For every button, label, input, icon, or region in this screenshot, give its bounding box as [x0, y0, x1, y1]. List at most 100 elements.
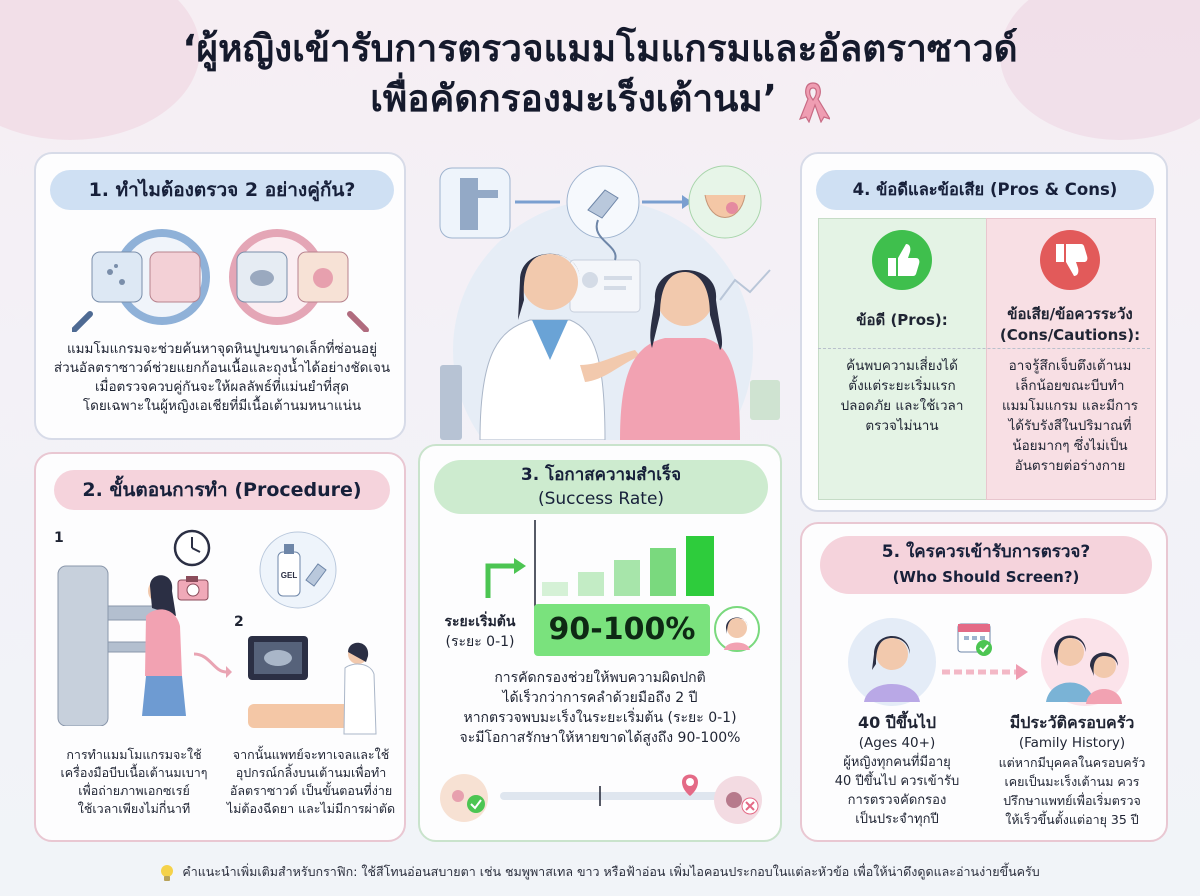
page-title: ‘ผู้หญิงเข้ารับการตรวจแมมโมแกรมและอัลตรา… — [0, 24, 1200, 124]
pros-title: ข้อดี (Pros): — [856, 311, 948, 329]
arrow-icon — [193, 652, 232, 678]
section-5-title: 5. ใครควรเข้ารับการตรวจ? — [881, 542, 1091, 562]
family-history: มีประวัติครอบครัว (Family History) แต่หา… — [982, 712, 1162, 829]
text-line: อุปกรณ์กลิ้งบนเต้านมเพื่อทำ — [235, 765, 387, 780]
card-procedure: 2. ขั้นตอนการทำ (Procedure) 1 GEL 2 — [34, 452, 406, 842]
text-line: เคยเป็นมะเร็งเต้านม ควร — [1004, 774, 1140, 789]
cons-title: ข้อเสีย/ข้อควรระวัง (Cons/Cautions): — [986, 304, 1154, 346]
woman-avatar-icon — [848, 618, 936, 706]
bar — [578, 572, 604, 596]
divider — [818, 348, 1150, 349]
section-1-heading: 1. ทำไมต้องตรวจ 2 อย่างคู่กัน? — [50, 170, 394, 210]
text-line: อาจรู้สึกเจ็บตึงเต้านม — [1008, 358, 1132, 374]
step-2-text: จากนั้นแพทย์จะทาเจลและใช้ อุปกรณ์กลิ้งบน… — [218, 746, 404, 818]
thumbs-down-icon — [1040, 230, 1100, 290]
calendar-icon — [957, 623, 992, 656]
gel-label: GEL — [281, 571, 298, 580]
age-group-title: 40 ปีขึ้นไป — [857, 713, 937, 732]
title-line-2: เพื่อคัดกรองมะเร็งเต้านม’ — [370, 77, 777, 120]
section-4-heading: 4. ข้อดีและข้อเสีย (Pros & Cons) — [816, 170, 1154, 210]
family-history-title: มีประวัติครอบครัว — [1009, 713, 1135, 732]
family-avatar-icon — [1041, 618, 1129, 706]
section-3-text: การคัดกรองช่วยให้พบความผิดปกติ ได้เร็วกว… — [420, 668, 780, 748]
up-arrow-icon — [485, 558, 526, 598]
gel-bottle-icon: GEL — [259, 531, 337, 609]
magnifier-icon — [72, 229, 369, 332]
text-line: ผู้หญิงทุกคนที่มีอายุ — [843, 755, 951, 770]
text-line: ค้นพบความเสี่ยงได้ — [846, 358, 958, 374]
text-line: เมื่อตรวจควบคู่กันจะให้ผลลัพธ์ที่แม่นยำท… — [94, 379, 350, 395]
text-line: เล็กน้อยขณะบีบทำ — [1015, 378, 1125, 394]
card-who-should-screen: 5. ใครควรเข้ารับการตรวจ? (Who Should Scr… — [800, 522, 1168, 842]
bar — [614, 560, 640, 596]
text-line: ตั้งแต่ระยะเริ่มแรก — [848, 378, 956, 394]
title-line-2-wrap: เพื่อคัดกรองมะเร็งเต้านม’ — [0, 74, 1200, 124]
age-group: 40 ปีขึ้นไป (Ages 40+) ผู้หญิงทุกคนที่มี… — [812, 712, 982, 829]
text-line: แมมโมแกรมจะช่วยค้นหาจุดหินปูนขนาดเล็กที่… — [66, 341, 378, 357]
text-line: ใช้เวลาเพียงไม่กี่นาที — [77, 801, 191, 816]
text-line: ส่วนอัลตราซาวด์ช่วยแยกก้อนเนื้อและถุงน้ำ… — [53, 360, 391, 376]
text-line: เครื่องมือบีบเนื้อเต้านมเบาๆ — [60, 765, 208, 780]
mammography-machine-icon — [57, 565, 186, 726]
stage-label: ระยะเริ่มต้น (ระยะ 0-1) — [430, 612, 530, 652]
text-line: 40 ปีขึ้นไป ควรเข้ารับ — [834, 774, 960, 789]
stage-label-sub: (ระยะ 0-1) — [445, 634, 515, 650]
footer-text: คำแนะนำเพิ่มเติมสำหรับกราฟิก: ใช้สีโทนอ่… — [182, 864, 1040, 879]
section-5-subtitle: (Who Should Screen?) — [892, 568, 1080, 586]
family-history-subtitle: (Family History) — [1018, 735, 1126, 751]
success-rate-value: 90-100% — [534, 604, 710, 656]
clock-icon — [173, 529, 211, 567]
card-pros-cons: 4. ข้อดีและข้อเสีย (Pros & Cons) ข้อดี (… — [800, 152, 1168, 512]
text-line: หากตรวจพบมะเร็งในระยะเริ่มต้น (ระยะ 0-1) — [463, 710, 737, 726]
text-line: อันตรายต่อร่างกาย — [1014, 458, 1126, 474]
text-line: การคัดกรองช่วยให้พบความผิดปกติ — [494, 670, 706, 686]
stage-label-title: ระยะเริ่มต้น — [444, 614, 516, 630]
thumbs-up-icon — [872, 230, 932, 290]
doctor-patient-illustration — [439, 165, 780, 500]
text-line: เป็นประจำทุกปี — [855, 812, 939, 827]
text-line: จากนั้นแพทย์จะทาเจลและใช้ — [232, 747, 390, 762]
detection-timeline — [440, 774, 762, 824]
bar — [686, 536, 714, 596]
text-line: เพื่อถ่ายภาพเอกซเรย์ — [78, 783, 190, 798]
text-line: น้อยมากๆ ซึ่งไม่เป็น — [1012, 438, 1128, 454]
ultrasound-scene-icon — [248, 636, 377, 735]
arrow-icon — [942, 664, 1028, 680]
lightbulb-icon — [161, 864, 174, 881]
success-bars — [534, 520, 714, 610]
cons-text: อาจรู้สึกเจ็บตึงเต้านม เล็กน้อยขณะบีบทำ … — [986, 356, 1154, 476]
text-line: ปรึกษาแพทย์เพื่อเริ่มตรวจ — [1003, 793, 1141, 808]
step-1-text: การทำแมมโมแกรมจะใช้ เครื่องมือบีบเนื้อเต… — [40, 746, 228, 818]
pros-text: ค้นพบความเสี่ยงได้ ตั้งแต่ระยะเริ่มแรก ป… — [818, 356, 986, 436]
text-line: อัลตราซาวด์ เป็นขั้นตอนที่ง่าย — [229, 783, 393, 798]
text-line: แต่หากมีบุคคลในครอบครัว — [998, 755, 1146, 770]
text-line: ให้เร็วขึ้นตั้งแต่อายุ 35 ปี — [1005, 812, 1139, 827]
step-2-number: 2 — [234, 614, 244, 630]
section-1-text: แมมโมแกรมจะช่วยค้นหาจุดหินปูนขนาดเล็กที่… — [46, 340, 398, 416]
section-3-heading: 3. โอกาสความสำเร็จ (Success Rate) — [434, 460, 768, 514]
text-line: ไม่ต้องฉีดยา และไม่มีการผ่าตัด — [226, 801, 396, 816]
pink-ribbon-icon — [798, 81, 830, 123]
center-illustration — [420, 150, 786, 500]
text-line: การทำแมมโมแกรมจะใช้ — [66, 747, 202, 762]
bar — [542, 582, 568, 596]
text-line: โดยเฉพาะในผู้หญิงเอเชียที่มีเนื้อเต้านมห… — [82, 398, 362, 414]
text-line: ปลอดภัย และใช้เวลา — [840, 398, 964, 414]
card-why-both: 1. ทำไมต้องตรวจ 2 อย่างคู่กัน? แมมโมแกรม… — [34, 152, 406, 440]
cons-title-line: ข้อเสีย/ข้อควรระวัง — [1007, 305, 1133, 323]
cons-title-line: (Cons/Cautions): — [999, 326, 1141, 344]
section-5-heading: 5. ใครควรเข้ารับการตรวจ? (Who Should Scr… — [820, 536, 1152, 594]
camera-icon — [177, 576, 209, 601]
text-line: แมมโมแกรม และมีการ — [1001, 398, 1139, 414]
section-2-heading: 2. ขั้นตอนการทำ (Procedure) — [54, 470, 390, 510]
text-line: ตรวจไม่นาน — [865, 418, 939, 434]
age-group-subtitle: (Ages 40+) — [858, 735, 936, 751]
text-line: การตรวจคัดกรอง — [847, 793, 947, 808]
section-3-subtitle: (Success Rate) — [537, 489, 665, 509]
text-line: จะมีโอกาสรักษาให้หายขาดได้สูงถึง 90-100% — [459, 730, 741, 746]
text-line: ได้เร็วกว่าการคลำด้วยมือถึง 2 ปี — [502, 690, 698, 706]
footer-note: คำแนะนำเพิ่มเติมสำหรับกราฟิก: ใช้สีโทนอ่… — [0, 862, 1200, 882]
title-line-1: ‘ผู้หญิงเข้ารับการตรวจแมมโมแกรมและอัลตรา… — [182, 27, 1018, 70]
text-line: ได้รับรังสีในปริมาณที่ — [1008, 418, 1132, 434]
bar — [650, 548, 676, 596]
